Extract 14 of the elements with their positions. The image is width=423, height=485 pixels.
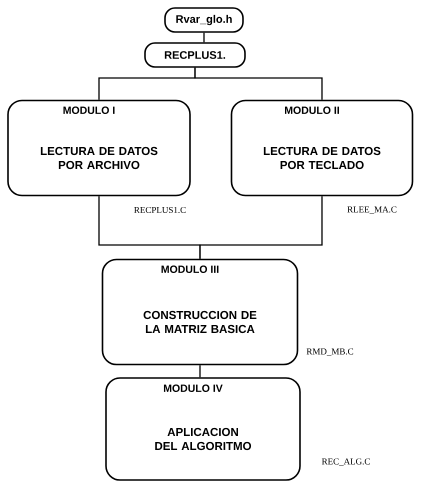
file-label: REC_ALG.C xyxy=(322,458,370,466)
module-box: MODULO IV APLICACION DEL ALGORITMO xyxy=(105,377,301,481)
file-label: RECPLUS1.C xyxy=(134,206,186,214)
connector-line xyxy=(203,32,205,42)
module-box: MODULO III CONSTRUCCION DE LA MATRIZ BASICA xyxy=(102,258,298,366)
module-box: MODULO I LECTURA DE DATOS POR ARCHIVO xyxy=(7,100,191,196)
file-label: RLEE_MA.C xyxy=(347,206,396,214)
file-pill: RECPLUS1. xyxy=(144,42,246,68)
file-label: RMD_MB.C xyxy=(306,348,354,356)
connector-line xyxy=(199,365,201,378)
file-pill: Rvar_glo.h xyxy=(164,7,244,33)
connector-line xyxy=(199,196,323,259)
module-box: MODULO II LECTURA DE DATOS POR TECLADO xyxy=(230,100,414,196)
connector-line xyxy=(194,68,323,100)
